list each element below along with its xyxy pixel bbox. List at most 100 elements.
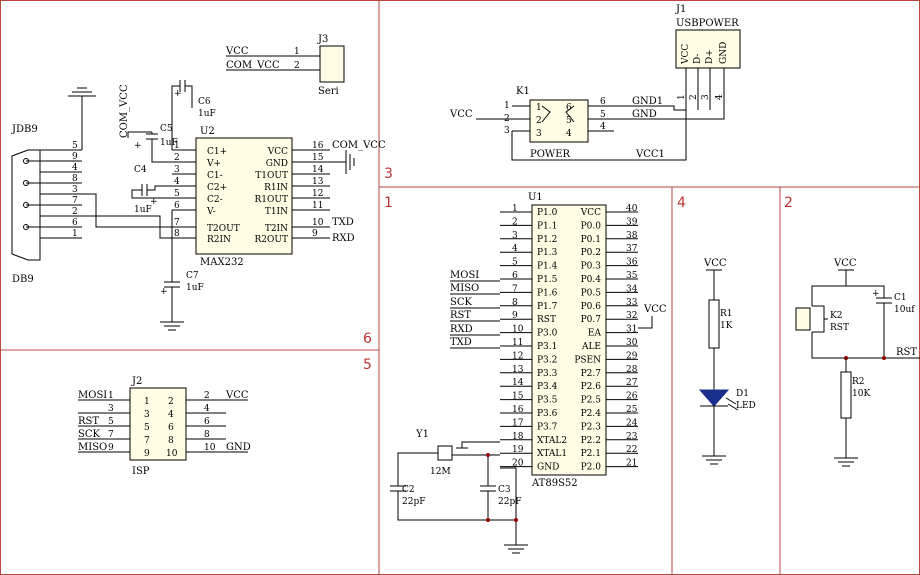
max232-pin-name: T2OUT xyxy=(207,224,240,234)
u1-pin-name: P0.0 xyxy=(581,221,602,231)
section-number-6: 6 xyxy=(363,331,372,347)
max232-pin-num: 2 xyxy=(174,153,180,163)
k2-ref: K2 xyxy=(830,311,842,321)
j2-pin: 10 xyxy=(204,443,216,453)
k1-pin: 6 xyxy=(600,97,606,107)
u1-pin-num: 28 xyxy=(626,365,638,375)
u1-pin-num: 35 xyxy=(626,271,638,281)
max232-pin-num: 13 xyxy=(312,177,324,187)
max232-pin-name: C2- xyxy=(207,195,223,205)
j1-pin-name: D- xyxy=(693,54,703,64)
db9-pin-8: 8 xyxy=(72,174,78,184)
u1-pin-num: 23 xyxy=(626,432,638,442)
max232-pin-num: 11 xyxy=(312,201,323,211)
u1-pin-name: ALE xyxy=(581,342,601,352)
d1-ref: D1 xyxy=(736,389,749,399)
u1-pin-num: 22 xyxy=(626,445,637,455)
max232-pin-num: 1 xyxy=(174,141,180,151)
max232-pin-name: T1OUT xyxy=(255,171,288,181)
c1-ref: C1 xyxy=(894,293,907,303)
u1-pin-name: P3.1 xyxy=(537,342,557,352)
j2-net: RST xyxy=(78,416,99,427)
u1-pin-name: P1.0 xyxy=(537,208,558,218)
u1-net-labels: MOSI MISO SCK RST RXD TXD xyxy=(450,270,500,349)
max232-pin-name: C1+ xyxy=(207,147,227,157)
j2-inner-pin: 7 xyxy=(144,436,150,446)
max232-rxd: RXD xyxy=(332,233,355,244)
max232-pin-num: 8 xyxy=(174,229,180,239)
j2-pin: 8 xyxy=(204,430,210,440)
u1-pin-num: 9 xyxy=(512,311,518,321)
max232-pin-name: T1IN xyxy=(265,207,288,217)
u1-pin-num: 11 xyxy=(512,338,523,348)
k1-vcc-net: VCC xyxy=(449,109,473,120)
j2-net: SCK xyxy=(78,429,101,440)
u1-pin-name: P2.4 xyxy=(581,409,602,419)
max232-pin-name: R2IN xyxy=(207,235,231,245)
u1-pin-num: 26 xyxy=(626,392,638,402)
j2-inner-pin: 5 xyxy=(144,423,150,433)
k1-gnd1-net: GND1 xyxy=(632,96,663,107)
j1-pin-num: 3 xyxy=(701,94,711,100)
u1-pin-name: P2.1 xyxy=(581,449,601,459)
r2-value: 10K xyxy=(852,389,870,399)
c3-ref: C3 xyxy=(498,485,511,495)
u1-net-sck: SCK xyxy=(450,297,473,308)
led-vcc: VCC xyxy=(703,258,727,269)
j2-pin: 2 xyxy=(204,391,210,401)
c4-ref: C4 xyxy=(134,165,147,175)
db9-ref: JDB9 xyxy=(11,124,38,135)
j2-pin: 5 xyxy=(108,417,114,427)
u1-pin-name: P3.5 xyxy=(537,396,558,406)
max232-pin-name: T2IN xyxy=(265,224,288,234)
u1-name: AT89S52 xyxy=(531,478,578,489)
j2-inner-pin: 8 xyxy=(168,436,174,446)
u1-pin-name: P3.7 xyxy=(537,422,558,432)
max232-pin-num: 7 xyxy=(174,218,180,228)
u1-pin-num: 25 xyxy=(626,405,638,415)
j2-pin: 3 xyxy=(108,404,114,414)
max232-pin-name: GND xyxy=(266,159,288,169)
k1-inner-pin: 3 xyxy=(536,129,542,139)
u1-net-rst: RST xyxy=(450,310,471,321)
y1-ref: Y1 xyxy=(415,429,429,440)
j2-left-pins: MOSI RST SCK MISO 1 3 5 7 9 1 3 5 7 9 xyxy=(78,390,150,459)
k1-inner-pin: 6 xyxy=(566,103,572,113)
max232-ref: U2 xyxy=(200,126,215,137)
u1-pin-num: 6 xyxy=(512,271,518,281)
j2-pin: 1 xyxy=(108,391,114,401)
u1-pin-num: 29 xyxy=(626,351,638,361)
max232-txd: TXD xyxy=(332,217,354,228)
j3-name: Seri xyxy=(318,86,339,97)
u1-pin-name: P2.2 xyxy=(581,436,601,446)
k2-value: RST xyxy=(830,323,849,333)
max232-pin-name: V+ xyxy=(206,159,221,169)
r1-value: 1K xyxy=(720,321,733,331)
u1-pin-name: XTAL2 xyxy=(537,436,567,446)
u1-pin-name: P3.0 xyxy=(537,329,558,339)
j2-ref: J2 xyxy=(131,376,142,387)
max232-pin-name: C1- xyxy=(207,171,223,181)
u1-net-miso: MISO xyxy=(450,283,479,294)
u1-pin-name: VCC xyxy=(580,208,601,218)
u1-pin-num: 4 xyxy=(512,244,518,254)
u1-pin-num: 17 xyxy=(512,418,524,428)
reset-circuit: VCC K2 RST + C1 10uf RST R2 10K xyxy=(795,258,920,467)
u1-pin-num: 32 xyxy=(626,311,637,321)
max232-pin-num: 14 xyxy=(312,165,324,175)
u1-pin-num: 10 xyxy=(512,325,524,335)
r2-ref: R2 xyxy=(852,377,865,387)
c6-plus: + xyxy=(174,89,182,99)
c2-ref: C2 xyxy=(402,485,415,495)
max232-name: MAX232 xyxy=(200,257,244,268)
max232-pin-name: VCC xyxy=(267,147,288,157)
com-vcc-label: COM_VCC xyxy=(119,84,130,138)
max232-pin-name: R2OUT xyxy=(255,235,288,245)
u1-pin-num: 38 xyxy=(626,231,638,241)
u1-pin-name: P0.2 xyxy=(581,248,601,258)
j1-name: USBPOWER xyxy=(676,18,739,29)
u1-net-txd: TXD xyxy=(450,337,472,348)
j1-pin-num: 1 xyxy=(677,94,687,100)
db9-pin-7: 7 xyxy=(72,196,78,206)
